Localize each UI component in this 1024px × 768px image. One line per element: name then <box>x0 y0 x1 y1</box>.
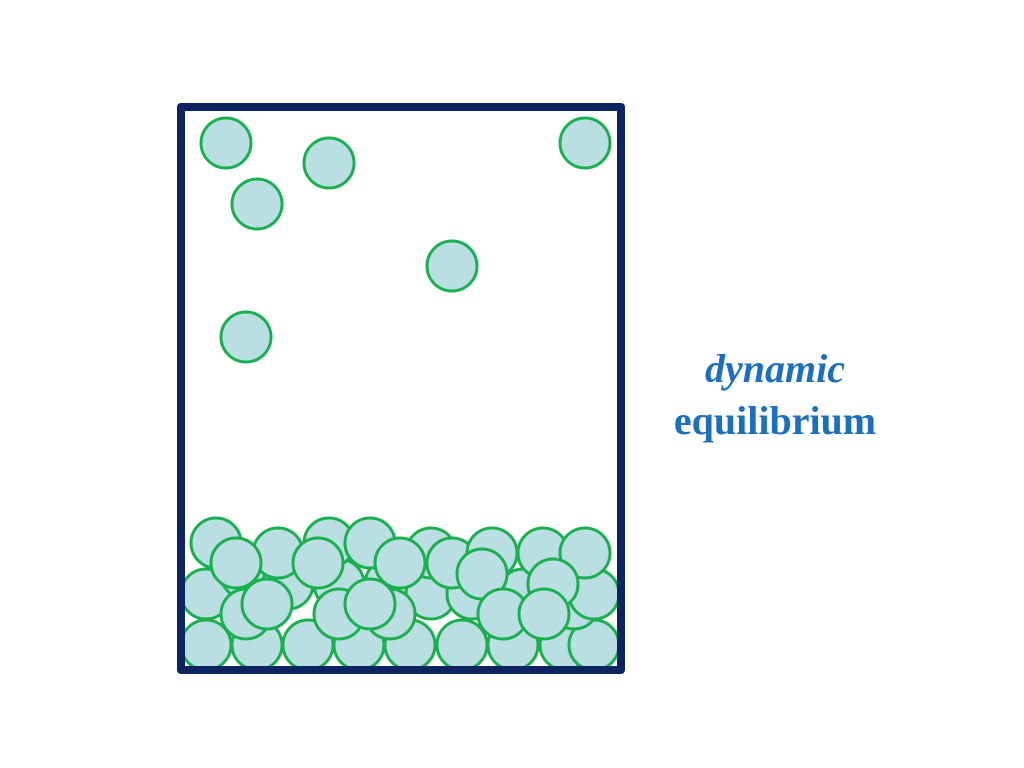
liquid-particle-40 <box>517 587 571 641</box>
liquid-particle-32 <box>209 536 263 590</box>
vapor-particle-5 <box>425 239 479 293</box>
liquid-particle-6 <box>435 618 489 672</box>
container <box>177 103 625 674</box>
vapor-particle-1 <box>199 116 253 170</box>
vapor-particle-3 <box>558 116 612 170</box>
liquid-particles <box>179 516 621 672</box>
liquid-particle-33 <box>291 536 345 590</box>
caption: dynamic equilibrium <box>640 343 910 447</box>
vapor-particles <box>199 116 612 364</box>
liquid-particle-38 <box>343 577 397 631</box>
liquid-particle-34 <box>373 536 427 590</box>
vapor-particle-6 <box>219 310 273 364</box>
caption-equilibrium: equilibrium <box>673 398 877 443</box>
vapor-particle-2 <box>302 136 356 190</box>
vapor-particle-4 <box>230 177 284 231</box>
liquid-particle-31 <box>558 526 612 580</box>
liquid-particle-37 <box>240 577 294 631</box>
caption-dynamic: dynamic <box>705 346 845 391</box>
